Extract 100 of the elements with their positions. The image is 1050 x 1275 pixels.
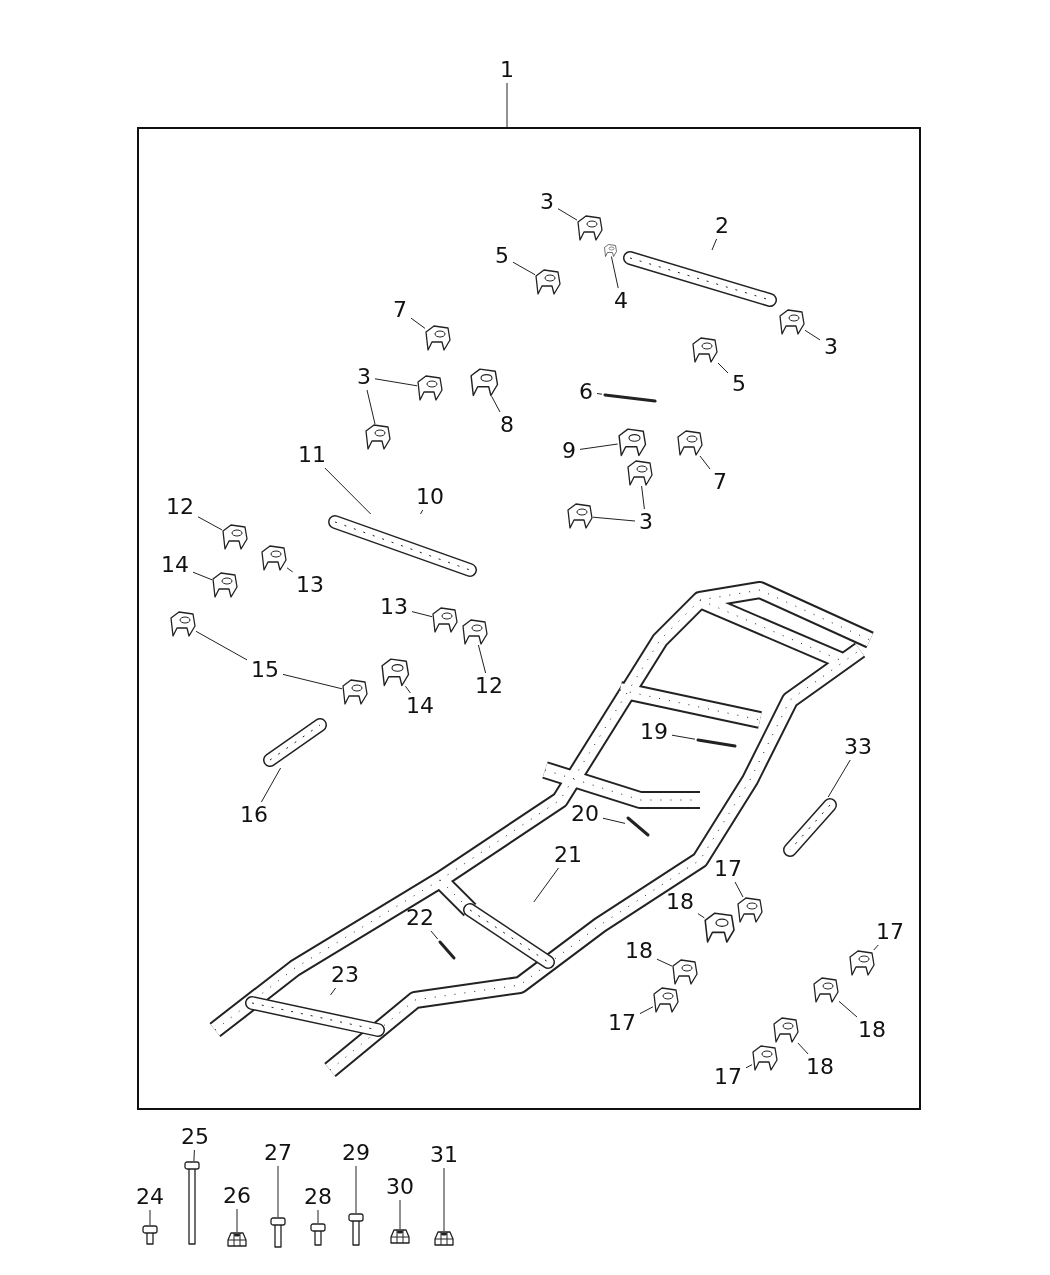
callout-number: 33 [840,734,876,760]
bolt-drawing [184,1161,200,1245]
leader-line [596,393,603,395]
callout-number: 31 [426,1142,462,1168]
callout-number: 6 [575,379,597,405]
callout-number: 12 [162,494,198,520]
crossmember-drawing [262,717,328,768]
bracket-drawing [603,243,617,257]
leader-line [699,455,711,470]
leader-line [411,611,433,618]
leader-line [592,516,636,522]
bracket-drawing [677,430,703,456]
bracket-drawing [222,524,248,550]
leader-line [804,329,821,341]
leader-line [477,644,487,674]
callout-number: 8 [496,412,518,438]
bracket-drawing [617,427,647,457]
leader-line [745,1064,753,1069]
leader-line [420,509,424,515]
bracket-drawing [737,897,763,923]
leader-line [236,1208,238,1233]
leader-line [697,913,705,919]
callout-number: 3 [536,189,558,215]
leader-line [838,1000,858,1018]
callout-number: 12 [471,673,507,699]
callout-number: 30 [382,1174,418,1200]
leader-line [734,881,744,898]
leader-line [193,1149,195,1162]
parts-frame-box [137,127,921,1110]
leader-line [717,362,729,374]
callout-number: 17 [710,856,746,882]
bolt-drawing [310,1223,326,1246]
callout-number: 29 [338,1140,374,1166]
pin-drawing [602,392,658,404]
callout-number: 25 [177,1124,213,1150]
leader-line [399,1199,401,1230]
callout-number: 17 [710,1064,746,1090]
bracket-drawing [813,977,839,1003]
nut-drawing [434,1231,454,1246]
callout-number: 11 [294,442,330,468]
leader-line [602,817,626,824]
bracket-drawing [627,460,653,486]
leader-line [656,958,673,967]
callout-number: 14 [157,552,193,578]
leader-line [491,395,501,413]
pin-drawing [695,737,738,749]
leader-line [641,485,645,510]
leader-line [610,256,619,289]
leader-line [671,734,696,740]
callout-number: 20 [567,801,603,827]
callout-number: 18 [662,889,698,915]
callout-number: 26 [219,1183,255,1209]
leader-line [512,261,536,276]
callout-number: 14 [402,693,438,719]
bracket-drawing [432,607,458,633]
leader-line [430,930,439,940]
callout-number: 28 [300,1184,336,1210]
bracket-drawing [692,337,718,363]
bracket-drawing [773,1017,799,1043]
crossmember-drawing [327,514,478,578]
leader-line [506,82,508,128]
leader-line [405,685,411,694]
callout-number: 18 [854,1017,890,1043]
callout-number: 21 [550,842,586,868]
leader-line [374,378,418,387]
callout-number: 7 [389,297,411,323]
bracket-drawing [261,545,287,571]
leader-line [797,1042,809,1055]
bracket-drawing [469,367,499,397]
leader-line [260,767,282,803]
leader-line [873,944,879,951]
bracket-drawing [365,424,391,450]
callout-number: 5 [491,243,513,269]
pin-drawing [437,939,457,961]
callout-number: 3 [635,509,657,535]
leader-line [533,867,559,903]
bracket-drawing [212,572,238,598]
leader-line [639,1006,654,1015]
leader-line [579,443,619,450]
bolt-drawing [142,1225,158,1245]
bolt-drawing [270,1217,286,1248]
callout-number: 13 [292,572,328,598]
callout-number: 19 [636,719,672,745]
leader-line [277,1165,279,1218]
leader-line [282,673,343,690]
bracket-drawing [577,215,603,241]
leader-line [286,567,294,573]
nut-drawing [390,1229,410,1244]
leader-line [443,1167,445,1232]
callout-number: 24 [132,1184,168,1210]
crossmember-drawing [782,797,838,858]
callout-number: 17 [604,1010,640,1036]
callout-number: 7 [709,469,731,495]
callout-number: 17 [872,919,908,945]
callout-number: 10 [412,484,448,510]
bracket-drawing [417,375,443,401]
leader-line [827,759,851,798]
bracket-drawing [170,611,196,637]
callout-number: 5 [728,371,750,397]
callout-number: 23 [327,962,363,988]
